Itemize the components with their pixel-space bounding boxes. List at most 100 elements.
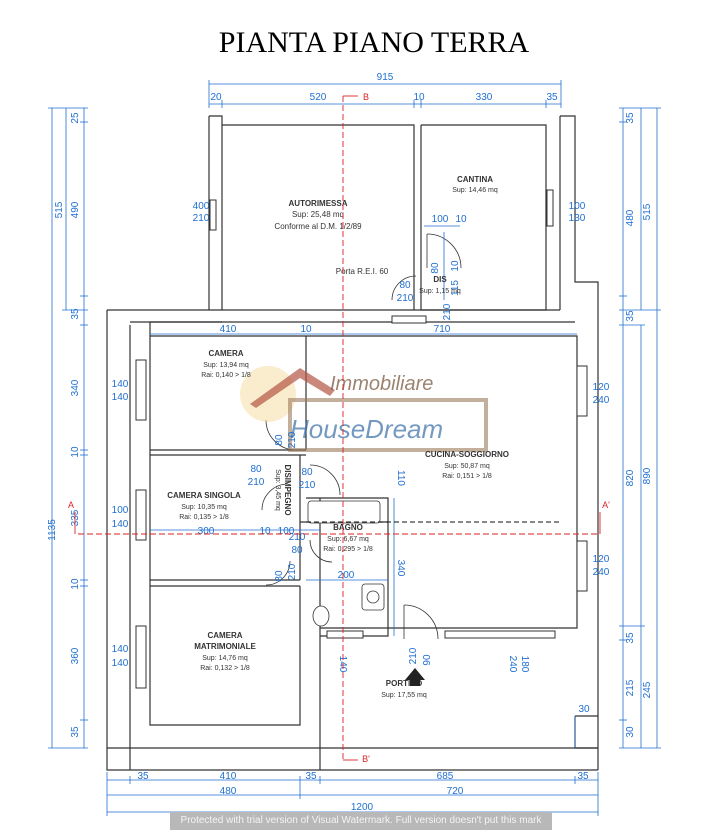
dim-left-35b: 35 <box>70 726 81 738</box>
dim-left-490: 490 <box>70 201 81 218</box>
dim-bottom-3: 35 <box>305 771 317 782</box>
opening-matrimoniale-h: 140 <box>112 658 129 669</box>
dim-left-340: 340 <box>70 379 81 396</box>
opening-cantina-h: 130 <box>569 213 586 224</box>
windows <box>135 189 588 689</box>
dim-right-35a: 35 <box>625 112 636 124</box>
room-cantina-name: CANTINA <box>457 175 493 184</box>
bathroom-fixtures <box>307 500 385 627</box>
room-disimpegno-name: DISIMPEGNO <box>283 464 292 515</box>
room-cantina-sup: Sup: 14,46 mq <box>452 187 498 194</box>
room-camera-name: CAMERA <box>208 349 243 358</box>
room-matrimoniale-name-1: CAMERA <box>207 631 242 640</box>
dim-int-100c: 100 <box>432 214 449 225</box>
dim-left-360: 360 <box>70 647 81 664</box>
opening-matr-door-w: 80 <box>274 570 285 582</box>
opening-cucina2-w: 120 <box>593 554 610 565</box>
window-dis <box>391 315 427 324</box>
dim-top-3: 10 <box>413 92 425 103</box>
porta-rei-label: Porta R.E.I. 60 <box>336 267 389 276</box>
opening-cucina-door-w: 80 <box>301 467 313 478</box>
dim-int-10b: 10 <box>259 526 271 537</box>
dim-left-515: 515 <box>54 201 65 218</box>
walls <box>106 115 599 771</box>
room-cucina-rai: Rai: 0,151 > 1/8 <box>442 473 492 480</box>
dim-top-1: 20 <box>210 92 222 103</box>
opening-dis-w: 80 <box>399 280 411 291</box>
door-portico <box>403 604 439 640</box>
dim-top-2: 520 <box>310 92 327 103</box>
watermark-logo: Immobiliare HouseDream <box>240 366 488 452</box>
dim-bottom-total: 1200 <box>351 802 374 813</box>
dim-int-10: 10 <box>300 324 312 335</box>
dim-right-890: 890 <box>642 467 653 484</box>
room-cucina-sup: Sup: 50,87 mq <box>444 463 490 470</box>
opening-matrimoniale-w: 140 <box>112 644 129 655</box>
dim-int-340: 340 <box>395 560 406 577</box>
opening-matr-door-h: 210 <box>287 563 298 580</box>
room-camera-rai: Rai: 0,140 > 1/8 <box>201 372 251 379</box>
window-camera-singola <box>135 489 147 541</box>
section-b-label: B <box>363 92 369 102</box>
bathtub <box>307 500 381 524</box>
section-a-label: A <box>68 500 74 510</box>
dim-top-total: 915 <box>377 72 394 83</box>
dim-int-200: 200 <box>338 570 355 581</box>
room-portico-name: PORTICO <box>386 679 422 688</box>
dim-right-515: 515 <box>642 203 653 220</box>
room-autorimessa-name: AUTORIMESSA <box>289 199 348 208</box>
trial-watermark-footer: Protected with trial version of Visual W… <box>170 812 552 830</box>
opening-camera-h: 140 <box>112 392 129 403</box>
window-cucina-1 <box>576 365 588 417</box>
interior-dimensions <box>150 225 577 748</box>
dim-right-35b: 35 <box>625 310 636 322</box>
room-camera-sup: Sup: 13,94 mq <box>203 362 249 369</box>
dim-int-110: 110 <box>395 470 406 486</box>
dim-int-10d: 10 <box>455 214 467 225</box>
dim-left-335: 335 <box>70 509 81 526</box>
opening-labels: 400 210 100 130 140 140 120 240 100 140 … <box>112 201 610 673</box>
opening-bagno-door-h: 210 <box>289 532 306 543</box>
toilet <box>312 605 330 627</box>
dim-bottom-5: 35 <box>577 771 589 782</box>
opening-camera-w: 140 <box>112 379 129 390</box>
dim-bottom-720: 720 <box>447 786 464 797</box>
room-labels: AUTORIMESSA Sup: 25,48 mq Conforme al D.… <box>167 175 509 699</box>
dim-right-820: 820 <box>625 469 636 486</box>
opening-cantina-door-w: 80 <box>430 262 441 274</box>
room-autorimessa-note: Conforme al D.M. 1/2/89 <box>274 222 362 231</box>
dim-right-215: 215 <box>625 679 636 696</box>
window-portico <box>444 630 556 639</box>
dim-left-10b: 10 <box>70 578 81 590</box>
top-dimensions <box>208 80 562 108</box>
opening-singola-door-h: 210 <box>248 477 265 488</box>
opening-portico-door-h: 210 <box>408 647 419 664</box>
opening-portico-door-w: 90 <box>422 654 433 666</box>
dim-int-410: 410 <box>220 324 237 335</box>
opening-autorimessa-w: 400 <box>193 201 210 212</box>
room-singola-rai: Rai: 0,135 > 1/8 <box>179 514 229 521</box>
opening-cucina-door-h: 210 <box>299 480 316 491</box>
left-dimensions <box>48 107 88 749</box>
dim-right-35c: 35 <box>625 632 636 644</box>
window-camera-matrimoniale <box>135 625 147 689</box>
door-bagno <box>309 539 333 563</box>
section-a-prime-label: A' <box>602 500 610 510</box>
dim-int-115: 115 <box>450 280 461 296</box>
right-dimensions <box>619 107 661 749</box>
room-matrimoniale-sup: Sup: 14,76 mq <box>202 655 248 662</box>
watermark-line2: HouseDream <box>290 414 443 444</box>
right-dimension-labels: 35 480 35 515 820 35 215 30 890 245 <box>625 112 653 738</box>
dim-top-4: 330 <box>476 92 493 103</box>
door-camera-singola <box>261 483 289 511</box>
opening-cucina2-h: 240 <box>593 567 610 578</box>
dim-right-480: 480 <box>625 209 636 226</box>
entrance-arrow-icon <box>405 668 425 686</box>
room-singola-sup: Sup: 10,35 mq <box>181 504 227 511</box>
plan-title: PIANTA PIANO TERRA <box>219 26 530 59</box>
dim-bottom-480: 480 <box>220 786 237 797</box>
opening-portico-window-h: 240 <box>507 656 518 673</box>
window-cucina-2 <box>576 540 588 592</box>
opening-dis-h: 210 <box>397 293 414 304</box>
section-lines <box>74 95 601 761</box>
